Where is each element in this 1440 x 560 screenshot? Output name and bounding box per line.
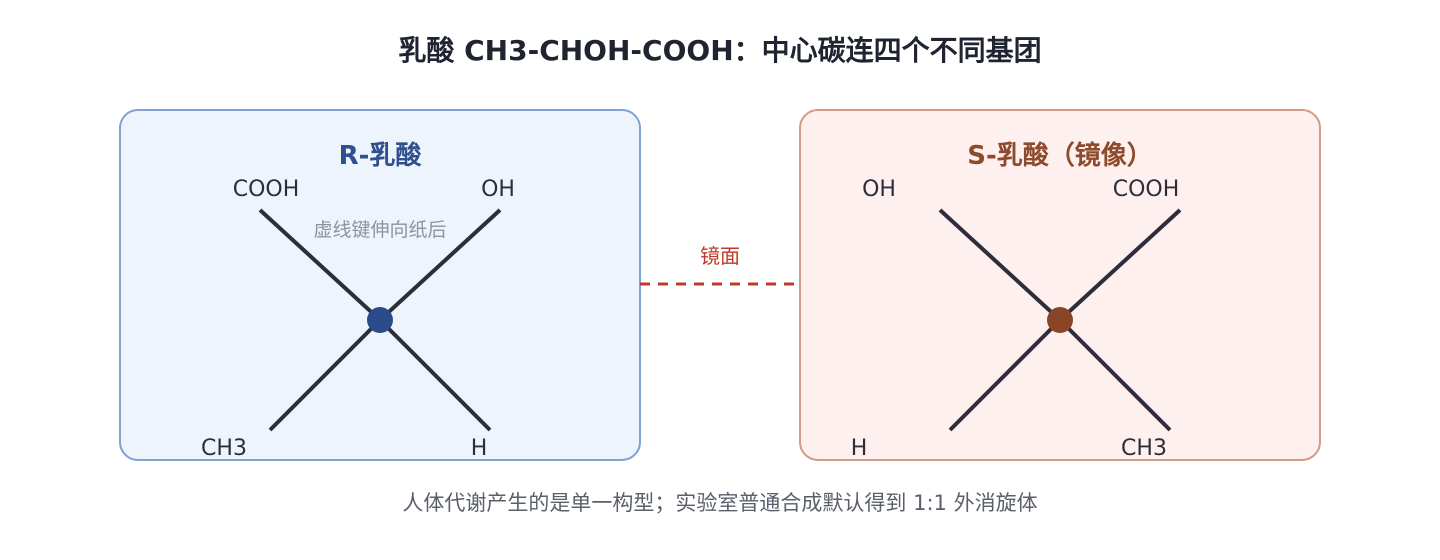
- r-group-upper-left: COOH: [233, 177, 300, 202]
- s-bond-lower-right: [1058, 318, 1172, 432]
- r-bond-upper-right: [378, 208, 502, 322]
- s-group-upper-right: COOH: [1113, 177, 1180, 202]
- mirror-label: 镜面: [700, 244, 740, 268]
- s-group-lower-left: H: [851, 436, 868, 461]
- s-bond-lower-left: [948, 318, 1062, 432]
- r-panel-title: R-乳酸: [339, 141, 423, 171]
- r-lactic-panel: R-乳酸 COOH OH CH3 H 虚线键伸向纸后: [119, 109, 641, 461]
- r-bond-upper-left: [258, 208, 382, 322]
- r-dashed-bond-note: 虚线键伸向纸后: [313, 219, 446, 241]
- r-bond-lower-right: [378, 318, 492, 432]
- r-group-lower-right: H: [471, 436, 488, 461]
- mirror-plane: 镜面: [640, 244, 800, 286]
- r-bond-lower-left: [268, 318, 382, 432]
- footer-caption: 人体代谢产生的是单一构型；实验室普通合成默认得到 1:1 外消旋体: [402, 491, 1037, 515]
- r-group-lower-left: CH3: [201, 436, 247, 461]
- s-bond-upper-left: [938, 208, 1062, 322]
- s-bond-upper-right: [1058, 208, 1182, 322]
- s-chiral-center: [1047, 307, 1073, 333]
- s-panel-title: S-乳酸（镜像）: [967, 140, 1153, 171]
- s-panel-box: [799, 109, 1321, 461]
- s-group-lower-right: CH3: [1121, 436, 1167, 461]
- s-group-upper-left: OH: [862, 177, 896, 202]
- r-group-upper-right: OH: [481, 177, 515, 202]
- r-chiral-center: [367, 307, 393, 333]
- s-lactic-panel: S-乳酸（镜像） OH COOH H CH3: [799, 109, 1321, 461]
- diagram-title: 乳酸 CH3-CHOH-COOH：中心碳连四个不同基团: [398, 34, 1041, 67]
